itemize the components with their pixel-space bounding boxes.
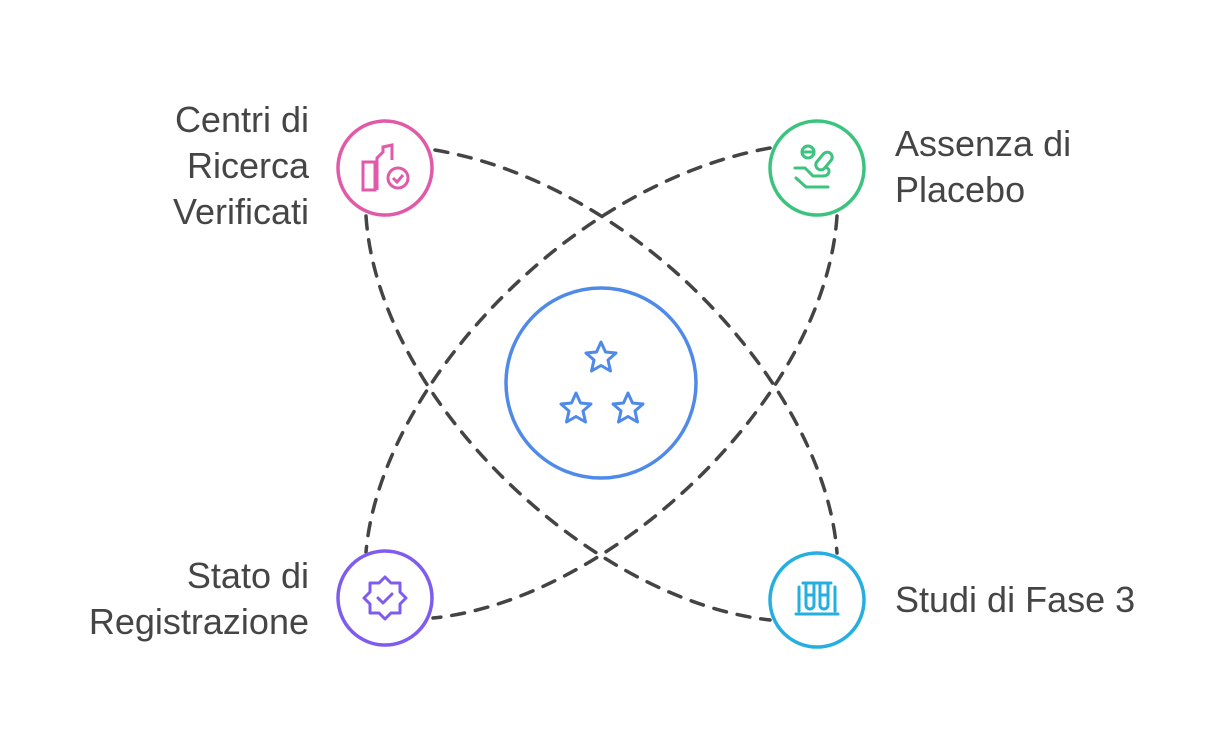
label-line: Centri di (174, 99, 309, 140)
label-line: Stato di (186, 555, 309, 596)
label-placebo: Assenza di Placebo (895, 121, 1071, 213)
label-line: Ricerca (186, 145, 309, 186)
label-line: Placebo (895, 169, 1026, 210)
label-registrazione: Stato di Registrazione (89, 553, 309, 645)
connector-centri-fase3-b (364, 214, 772, 622)
connector-placebo-registrazione-a (364, 146, 772, 554)
centri-circle (336, 119, 434, 217)
label-line: Verificati (172, 191, 309, 232)
label-centri: Centri di Ricerca Verificati (173, 97, 309, 235)
badge-check-icon (362, 575, 408, 621)
label-line: Studi di Fase 3 (895, 579, 1136, 620)
label-fase3: Studi di Fase 3 (895, 577, 1135, 623)
buildings-check-icon (361, 143, 410, 192)
label-line: Assenza di (895, 123, 1072, 164)
three-stars-icon (559, 340, 645, 424)
registrazione-circle (336, 549, 434, 647)
fase3-circle (768, 551, 866, 649)
connector-placebo-registrazione-b (431, 214, 839, 620)
center-circle (504, 286, 698, 480)
label-line: Registrazione (88, 601, 309, 642)
test-tubes-icon (794, 581, 840, 616)
connector-centri-fase3-a (433, 148, 839, 555)
hand-pills-icon (793, 144, 834, 189)
